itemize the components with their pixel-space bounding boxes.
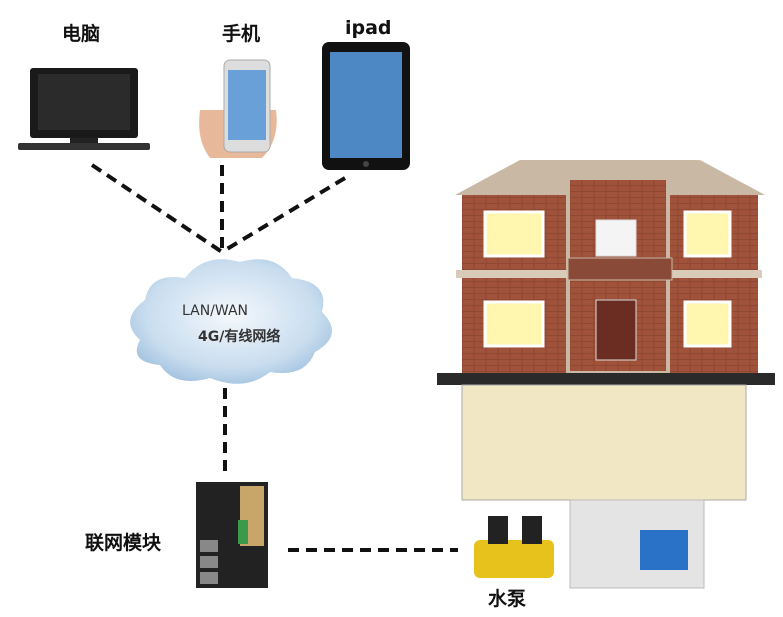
cloud-line2: 4G/有线网络 <box>198 328 280 345</box>
network-links <box>90 163 458 552</box>
phone-label: 手机 <box>222 22 260 45</box>
pump-label: 水泵 <box>488 588 526 610</box>
cloud-line1: LAN/WAN <box>182 303 248 319</box>
computer-monitor-icon <box>18 68 150 150</box>
computer-label: 电脑 <box>62 22 100 45</box>
cloud-icon <box>130 259 332 384</box>
water-pump-icon <box>474 516 554 578</box>
module-label: 联网模块 <box>85 531 162 554</box>
ipad-icon <box>322 42 410 170</box>
link-computer-cloud <box>90 163 224 254</box>
smartphone-icon <box>199 59 277 158</box>
network-module-icon <box>196 482 268 588</box>
ipad-label: ipad <box>345 17 392 39</box>
house-illustration <box>437 160 775 589</box>
link-ipad-cloud <box>220 176 347 254</box>
